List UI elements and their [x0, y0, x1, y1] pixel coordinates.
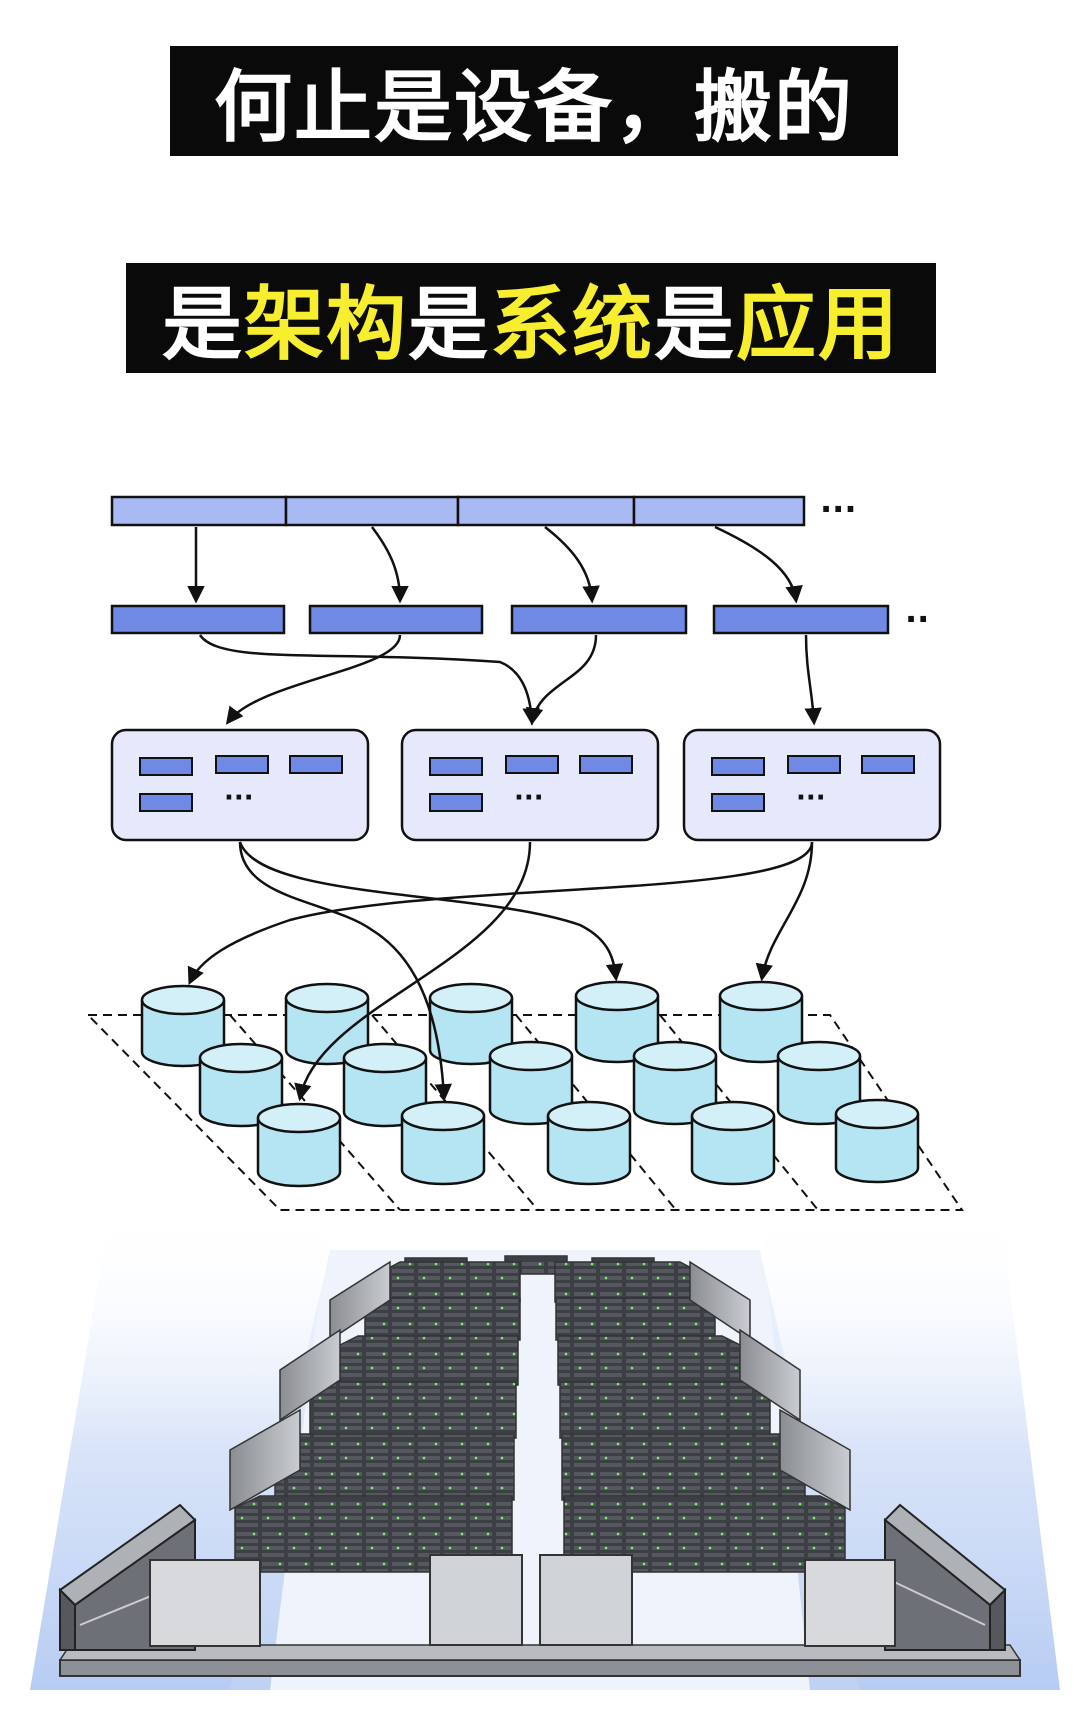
- arrows-top-to-middle: [187, 525, 803, 604]
- title-word-shi-3: 是: [654, 278, 736, 371]
- server-rack-icon: [554, 1261, 846, 1573]
- group-3-ellipsis: ···: [796, 783, 826, 813]
- title-line-1-text: 何止是设备，搬的: [213, 63, 854, 153]
- database-cylinder-icon: [400, 1100, 486, 1186]
- middle-ellipsis: ··: [905, 600, 929, 638]
- server-rack-icon: [234, 1261, 521, 1573]
- title-line-1: 何止是设备，搬的: [170, 46, 898, 156]
- group-2-ellipsis: ···: [514, 783, 544, 813]
- title-word-shi-1: 是: [162, 278, 244, 371]
- database-cylinder-icon: [256, 1102, 342, 1188]
- database-cluster: [140, 980, 920, 1188]
- database-cylinder-icon: [284, 982, 370, 1066]
- database-cylinder-icon: [574, 980, 660, 1064]
- arrows-middle-to-groups: [198, 634, 822, 726]
- database-cylinder-icon: [488, 1040, 574, 1126]
- database-cylinder-icon: [718, 980, 804, 1064]
- service-group-3: [682, 728, 942, 842]
- top-layer-bars: [110, 495, 806, 527]
- title-line-2: 是架构是系统是应用: [126, 263, 936, 373]
- database-cylinder-icon: [690, 1100, 776, 1186]
- top-ellipsis: ···: [820, 490, 856, 528]
- title-word-shi-2: 是: [408, 278, 490, 371]
- title-word-architecture: 架构: [244, 278, 408, 371]
- service-group-2: [400, 728, 660, 842]
- database-cylinder-icon: [834, 1098, 920, 1184]
- middle-layer-bars: [110, 604, 890, 635]
- database-cylinder-icon: [632, 1040, 718, 1126]
- title-word-application: 应用: [736, 278, 900, 371]
- database-cylinder-icon: [198, 1042, 284, 1128]
- service-group-1: [110, 728, 370, 842]
- group-1-ellipsis: ···: [224, 783, 254, 813]
- arrows-groups-to-databases: [187, 841, 814, 1102]
- title-word-system: 系统: [490, 278, 654, 371]
- data-center-illustration: [58, 1255, 1022, 1677]
- database-cylinder-icon: [546, 1100, 632, 1186]
